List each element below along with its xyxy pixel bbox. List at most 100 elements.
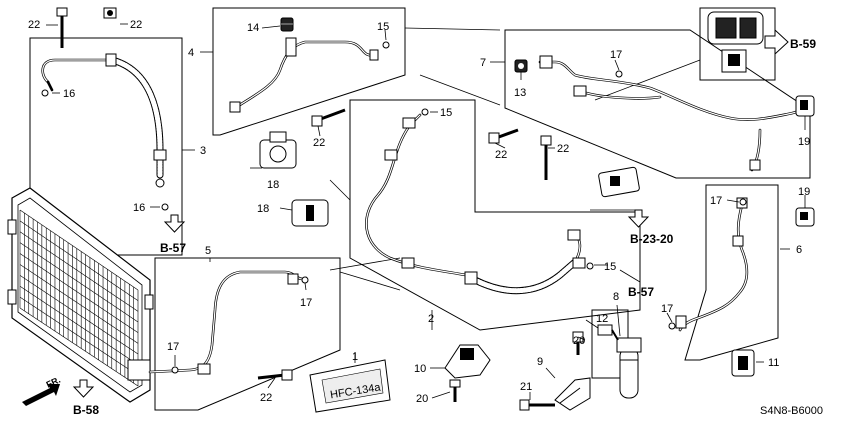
arrow-b58 xyxy=(72,379,95,398)
callout-6: 6 xyxy=(796,244,802,256)
receiver-dryer xyxy=(616,337,642,399)
bracket-11 xyxy=(731,349,755,377)
guide-line xyxy=(329,257,401,271)
arrow-b2320 xyxy=(627,209,650,228)
ref-b57-right: B-57 xyxy=(628,285,654,299)
o-ring-15-right xyxy=(586,262,594,270)
callout-12: 12 xyxy=(596,313,608,325)
ref-b59: B-59 xyxy=(790,37,816,51)
callout-18: 18 xyxy=(267,179,279,191)
liquid-pipe-5 xyxy=(148,270,308,375)
guide-line xyxy=(594,59,701,101)
cap-13 xyxy=(514,59,528,73)
o-ring-17-left xyxy=(301,276,309,284)
callout-20: 20 xyxy=(416,393,428,405)
callout-16: 16 xyxy=(63,88,75,100)
callout-20: 20 xyxy=(573,335,585,347)
guide-line xyxy=(419,74,501,106)
arrow-b59 xyxy=(764,28,789,56)
pipe-group-4-box xyxy=(212,7,406,136)
pipe-group-6-box xyxy=(684,184,779,361)
callout-1: 1 xyxy=(352,351,358,363)
o-ring-15-mid xyxy=(421,108,429,116)
bracket-18-mid xyxy=(291,199,329,227)
callout-17: 17 xyxy=(610,49,622,61)
bolt-21 xyxy=(519,399,555,411)
callout-5: 5 xyxy=(205,245,211,257)
callout-9: 9 xyxy=(537,356,543,368)
bolt-20-bottom xyxy=(449,379,461,402)
callout-13: 13 xyxy=(514,87,526,99)
o-ring-16-bottom xyxy=(161,203,169,211)
callout-15: 15 xyxy=(377,21,389,33)
callout-22: 22 xyxy=(557,143,569,155)
discharge-pipe-7 xyxy=(538,55,807,172)
callout-19: 19 xyxy=(798,186,810,198)
bolt-22-top xyxy=(103,7,117,19)
hose-group-2-box xyxy=(349,99,641,331)
callout-22: 22 xyxy=(313,137,325,149)
clamp-b2320 xyxy=(598,166,640,198)
callout-14: 14 xyxy=(247,22,259,34)
pressure-switch-12 xyxy=(597,324,619,341)
leader-lines xyxy=(46,23,806,400)
suction-hose-2 xyxy=(365,113,586,295)
callout-3: 3 xyxy=(200,145,206,157)
ref-b2320: B-23-20 xyxy=(630,232,674,246)
callout-22: 22 xyxy=(28,19,40,31)
callout-4: 4 xyxy=(188,47,194,59)
o-ring-17-right xyxy=(739,198,747,206)
o-ring-17-condenser xyxy=(171,366,179,374)
bracket-9 xyxy=(554,377,591,411)
front-arrow xyxy=(22,384,60,406)
callout-17: 17 xyxy=(710,195,722,207)
suction-pipe-4 xyxy=(229,37,379,113)
callout-22: 22 xyxy=(130,19,142,31)
discharge-hose-3 xyxy=(41,53,167,188)
bracket-10 xyxy=(444,344,491,379)
callout-17: 17 xyxy=(300,297,312,309)
bolt-22-center xyxy=(488,128,519,144)
bolt-22-left xyxy=(56,7,68,48)
ref-b58: B-58 xyxy=(73,403,99,417)
bolt-22-bottom xyxy=(257,369,293,381)
callout-16: 16 xyxy=(133,202,145,214)
callout-17: 17 xyxy=(661,303,673,315)
cap-14 xyxy=(280,17,294,32)
liquid-pipe-6 xyxy=(675,197,749,332)
callout-19: 19 xyxy=(798,136,810,148)
diagram-code: S4N8-B6000 xyxy=(760,405,823,417)
callout-22: 22 xyxy=(495,149,507,161)
compressor-box xyxy=(699,7,776,81)
pipe-group-5-box xyxy=(154,257,341,411)
bolt-22-hose xyxy=(540,135,552,180)
ref-b57-left: B-57 xyxy=(160,241,186,255)
o-ring-16-top xyxy=(41,89,49,97)
guide-line xyxy=(329,179,351,201)
guide-line xyxy=(404,27,501,31)
callout-18: 18 xyxy=(257,203,269,215)
o-ring-17-top xyxy=(615,70,623,78)
bracket-18-top xyxy=(259,131,297,169)
callout-10: 10 xyxy=(414,363,426,375)
callout-7: 7 xyxy=(480,57,486,69)
callout-11: 11 xyxy=(768,357,779,369)
hose-group-3-box xyxy=(29,37,183,256)
pipe-group-7-box xyxy=(504,29,811,179)
bracket-19-top xyxy=(795,95,815,117)
o-ring-15-top xyxy=(382,41,390,49)
callout-2: 2 xyxy=(428,313,434,325)
condenser xyxy=(7,187,154,403)
callout-22: 22 xyxy=(260,392,272,404)
front-label: FR. xyxy=(45,375,62,390)
bolt-22-mid xyxy=(311,108,346,127)
guide-line xyxy=(339,271,401,291)
callout-17: 17 xyxy=(167,341,179,353)
callout-21: 21 xyxy=(520,381,532,393)
callout-15: 15 xyxy=(440,107,452,119)
bracket-19-right xyxy=(795,207,815,227)
compressor xyxy=(707,11,764,73)
callout-8: 8 xyxy=(613,291,619,303)
callout-15: 15 xyxy=(604,261,616,273)
